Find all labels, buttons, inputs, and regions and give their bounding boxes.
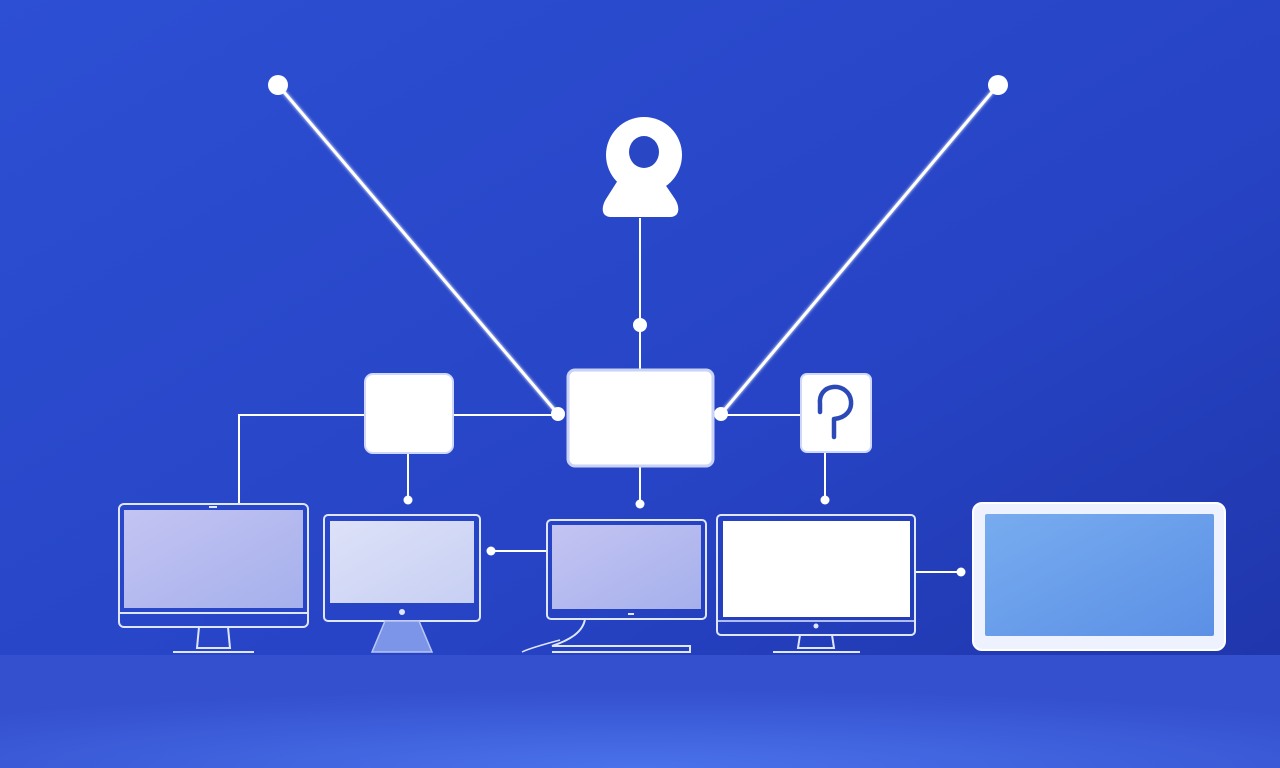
monitor-screen: [723, 521, 910, 617]
monitor-frame: [118, 503, 309, 628]
monitor-frame: [546, 519, 707, 620]
node-dot: [635, 499, 645, 509]
question-mark-icon: [817, 384, 854, 440]
monitor-frame: [716, 514, 916, 636]
endpoint-nodes: [268, 75, 1008, 95]
connection-line: [276, 83, 560, 416]
desktop-monitor-2: [323, 514, 481, 653]
node-dot: [551, 407, 565, 421]
tablet-device: [972, 502, 1226, 651]
node-dot: [268, 75, 288, 95]
monitor-stand: [796, 634, 836, 649]
monitor-screen: [552, 525, 701, 609]
monitor-screen: [330, 521, 474, 603]
server-box-center: [566, 368, 715, 468]
desktop-monitor-3: [521, 519, 707, 653]
monitor-stand: [370, 620, 434, 653]
monitor-screen: [124, 510, 303, 608]
help-box-frame: [800, 373, 872, 453]
node-dot: [714, 407, 728, 421]
lock-icon: [602, 117, 682, 217]
node-dot: [486, 546, 496, 556]
junction-dots: [403, 318, 966, 577]
connection-line: [719, 83, 1000, 416]
node-dot: [633, 318, 647, 332]
thin-connections: [238, 218, 961, 573]
node-dot: [820, 495, 830, 505]
desktop-monitor-1: [118, 503, 309, 653]
floor: [0, 655, 1280, 768]
tablet-screen: [985, 514, 1214, 636]
connection-line: [238, 414, 365, 503]
node-dot: [956, 567, 966, 577]
desktop-monitor-4: [716, 514, 916, 653]
node-dot: [403, 495, 413, 505]
server-box-left: [364, 373, 454, 454]
node-dot: [988, 75, 1008, 95]
monitor-stand: [551, 618, 691, 653]
help-box: [800, 373, 872, 453]
monitor-stand: [195, 626, 232, 649]
diagonal-connections: [276, 83, 1000, 416]
